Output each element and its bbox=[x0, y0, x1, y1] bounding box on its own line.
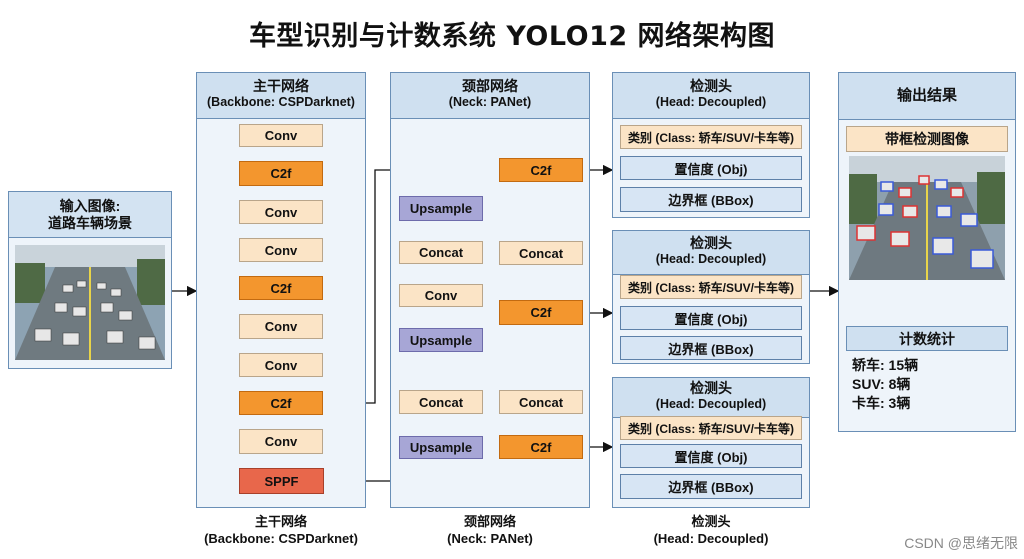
detect-image-title: 带框检测图像 bbox=[846, 126, 1008, 152]
head-caption-line2: (Head: Decoupled) bbox=[653, 530, 769, 546]
head-header: 检测头 (Head: Decoupled) bbox=[613, 378, 809, 418]
watermark: CSDN @思绪无限 bbox=[904, 535, 1018, 551]
neck-c2f: C2f bbox=[499, 300, 583, 325]
head-class-branch: 类别 (Class: 轿车/SUV/卡车等) bbox=[620, 416, 802, 440]
neck-concat: Concat bbox=[499, 390, 583, 414]
neck-upsample: Upsample bbox=[399, 436, 483, 459]
count-sedan: 轿车: 15辆 bbox=[852, 357, 919, 373]
head-obj-branch: 置信度 (Obj) bbox=[620, 156, 802, 180]
head-caption: 检测头 (Head: Decoupled) bbox=[612, 514, 810, 548]
neck-concat: Concat bbox=[499, 241, 583, 265]
head-class-branch: 类别 (Class: 轿车/SUV/卡车等) bbox=[620, 275, 802, 299]
road-scene-image bbox=[15, 245, 165, 360]
neck-upsample: Upsample bbox=[399, 328, 483, 352]
backbone-block-c2f: C2f bbox=[239, 161, 323, 186]
head-obj-branch: 置信度 (Obj) bbox=[620, 306, 802, 330]
head-class-branch: 类别 (Class: 轿车/SUV/卡车等) bbox=[620, 125, 802, 149]
neck-title: 颈部网络 bbox=[462, 78, 518, 94]
count-title: 计数统计 bbox=[846, 326, 1008, 351]
page-title: 车型识别与计数系统 YOLO12 网络架构图 bbox=[248, 21, 776, 52]
input-panel: 输入图像: 道路车辆场景 bbox=[8, 191, 172, 369]
backbone-block-conv: Conv bbox=[239, 200, 323, 224]
backbone-caption-line2: (Backbone: CSPDarknet) bbox=[204, 530, 358, 546]
head-subtitle: (Head: Decoupled) bbox=[655, 396, 767, 411]
backbone-subtitle: (Backbone: CSPDarknet) bbox=[207, 94, 355, 109]
head-bbox-branch: 边界框 (BBox) bbox=[620, 474, 802, 499]
input-label-line2: 道路车辆场景 bbox=[48, 214, 132, 231]
head-caption-line1: 检测头 bbox=[691, 514, 731, 529]
head-header: 检测头 (Head: Decoupled) bbox=[613, 231, 809, 275]
backbone-caption-line1: 主干网络 bbox=[254, 514, 307, 529]
backbone-block-c2f: C2f bbox=[239, 276, 323, 300]
neck-caption-line1: 颈部网络 bbox=[463, 514, 516, 529]
backbone-block-conv: Conv bbox=[239, 314, 323, 339]
backbone-block-conv: Conv bbox=[239, 238, 323, 262]
detection-result-image bbox=[849, 156, 1005, 280]
output-title: 输出结果 bbox=[839, 73, 1015, 120]
head-title: 检测头 bbox=[690, 380, 732, 396]
neck-panel: 颈部网络 (Neck: PANet) bbox=[390, 72, 590, 508]
head-subtitle: (Head: Decoupled) bbox=[655, 251, 767, 266]
head-obj-branch: 置信度 (Obj) bbox=[620, 444, 802, 468]
backbone-block-conv: Conv bbox=[239, 429, 323, 454]
backbone-title: 主干网络 bbox=[253, 78, 309, 94]
backbone-block-conv: Conv bbox=[239, 124, 323, 147]
head-bbox-branch: 边界框 (BBox) bbox=[620, 336, 802, 360]
head-header: 检测头 (Head: Decoupled) bbox=[613, 73, 809, 119]
neck-upsample: Upsample bbox=[399, 196, 483, 221]
neck-conv: Conv bbox=[399, 284, 483, 307]
neck-subtitle: (Neck: PANet) bbox=[448, 94, 532, 109]
input-label-line1: 输入图像: bbox=[59, 198, 121, 214]
backbone-block-c2f: C2f bbox=[239, 391, 323, 415]
neck-caption: 颈部网络 (Neck: PANet) bbox=[390, 514, 590, 548]
count-truck: 卡车: 3辆 bbox=[852, 395, 911, 411]
neck-concat: Concat bbox=[399, 241, 483, 264]
backbone-caption: 主干网络 (Backbone: CSPDarknet) bbox=[196, 514, 366, 548]
input-header: 输入图像: 道路车辆场景 bbox=[9, 192, 171, 238]
backbone-header: 主干网络 (Backbone: CSPDarknet) bbox=[197, 73, 365, 119]
neck-c2f: C2f bbox=[499, 158, 583, 182]
count-list: 轿车: 15辆 SUV: 8辆 卡车: 3辆 bbox=[852, 356, 1002, 413]
head-title: 检测头 bbox=[690, 78, 732, 94]
head-bbox-branch: 边界框 (BBox) bbox=[620, 187, 802, 212]
head-subtitle: (Head: Decoupled) bbox=[655, 94, 767, 109]
backbone-block-conv: Conv bbox=[239, 353, 323, 377]
count-suv: SUV: 8辆 bbox=[852, 376, 911, 392]
neck-c2f: C2f bbox=[499, 435, 583, 459]
neck-caption-line2: (Neck: PANet) bbox=[447, 530, 533, 546]
head-title: 检测头 bbox=[690, 235, 732, 251]
neck-concat: Concat bbox=[399, 390, 483, 414]
neck-header: 颈部网络 (Neck: PANet) bbox=[391, 73, 589, 119]
backbone-block-sppf: SPPF bbox=[239, 468, 324, 494]
